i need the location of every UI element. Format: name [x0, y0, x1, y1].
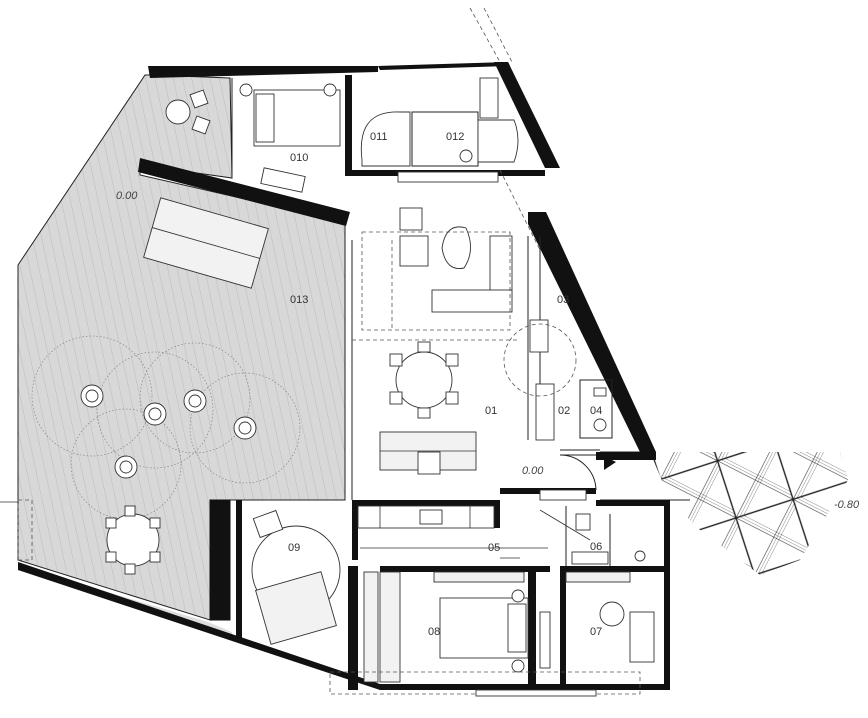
- room-label-013: 013: [290, 294, 308, 306]
- interior-lines: [0, 7, 655, 697]
- room-label-08: 08: [428, 626, 440, 638]
- room-label-02: 02: [558, 405, 570, 417]
- room-label-01: 01: [485, 405, 497, 417]
- room-label-03: 03: [557, 294, 569, 306]
- room-labels: 01 02 03 04 05 06 07 08 09 010 011 012 0…: [288, 131, 602, 638]
- terrace-furniture: [105, 89, 269, 575]
- room-label-07: 07: [590, 626, 602, 638]
- level-terrace: 0.00: [116, 190, 138, 202]
- level-interior: 0.00: [522, 465, 544, 477]
- level-labels: 0.00 0.00 -0.80: [116, 190, 860, 511]
- room-label-010: 010: [290, 152, 308, 164]
- room-label-09: 09: [288, 542, 300, 554]
- room-label-06: 06: [590, 541, 602, 553]
- room-label-04: 04: [590, 405, 602, 417]
- room-label-012: 012: [446, 131, 464, 143]
- room-label-05: 05: [488, 542, 500, 554]
- level-exterior: -0.80: [834, 499, 860, 511]
- trees: [31, 335, 301, 520]
- room-label-011: 011: [370, 131, 388, 143]
